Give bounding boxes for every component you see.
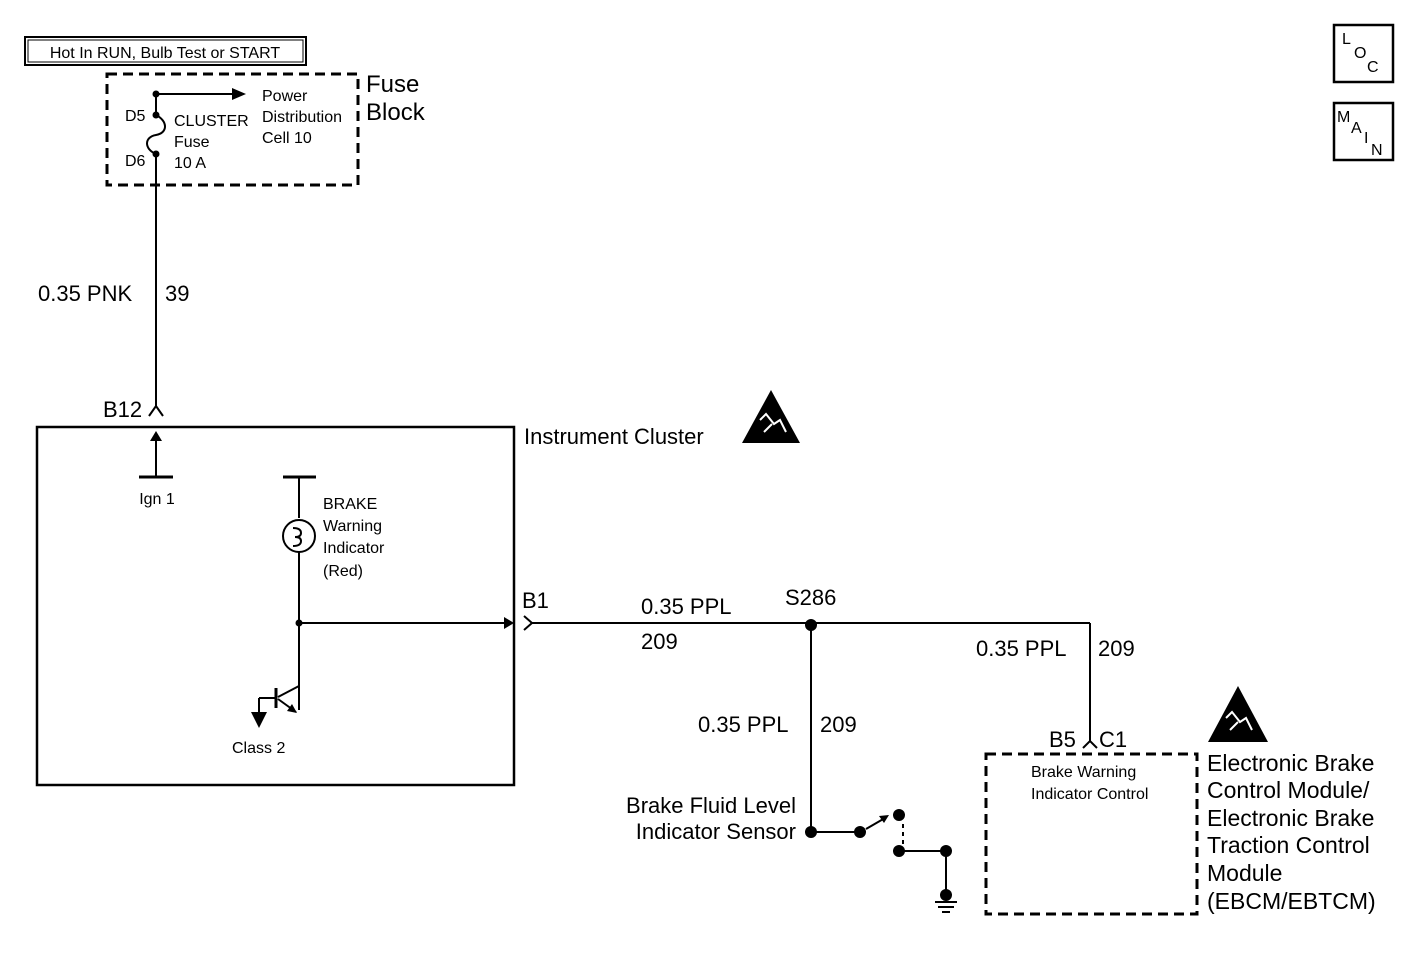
wire-39-circuit: 39 [165, 281, 189, 306]
fluid-level-switch-icon [854, 809, 952, 901]
loc-letter-o: O [1354, 45, 1366, 62]
lamp-label-2: Warning [323, 518, 382, 535]
wire-209-right: 0.35 PPL 209 [976, 623, 1135, 741]
ebcm-module: B5 C1 Brake Warning Indicator Control El… [984, 686, 1376, 916]
wire-209-main-circuit: 209 [641, 629, 678, 654]
wire-39-gauge: 0.35 PNK [38, 281, 132, 306]
lamp-label-4: (Red) [323, 563, 363, 580]
brake-fluid-level-sensor: Brake Fluid Level Indicator Sensor [626, 793, 957, 913]
wire-209-down-gauge: 0.35 PPL [698, 712, 789, 737]
cluster-fuse-icon [146, 114, 166, 155]
ebcm-inner-label-2: Indicator Control [1031, 786, 1148, 803]
sensor-label-1: Brake Fluid Level [626, 793, 796, 818]
wire-209-main-gauge: 0.35 PPL [641, 594, 732, 619]
instrument-cluster: Instrument Cluster B12 Ign 1 BRAKE Warni… [35, 390, 800, 787]
main-letter-a: A [1351, 120, 1362, 137]
main-letter-n: N [1371, 142, 1383, 159]
instrument-cluster-title: Instrument Cluster [524, 424, 704, 449]
pin-d5-label: D5 [125, 108, 146, 125]
connector-b12-label: B12 [103, 397, 142, 422]
ground-icon [935, 901, 957, 913]
fuse-rating: 10 A [174, 155, 206, 172]
b1-arrow-icon [504, 617, 514, 629]
class-2-label: Class 2 [232, 740, 285, 757]
power-distribution-line-2: Distribution [262, 109, 342, 126]
esd-warning-icon [742, 390, 800, 443]
wire-209-right-gauge: 0.35 PPL [976, 636, 1067, 661]
connector-b1-icon [523, 615, 534, 631]
power-distribution-line-1: Power [262, 88, 308, 105]
wire-209-right-circuit: 209 [1098, 636, 1135, 661]
connector-b1-label: B1 [522, 588, 549, 613]
connector-c1-icon [1082, 739, 1098, 749]
fuse-block-title-2: Block [366, 99, 426, 126]
ebcm-name-5: Module [1207, 860, 1282, 886]
wire-39: 0.35 PNK 39 [38, 154, 189, 406]
ign-1-label: Ign 1 [139, 491, 175, 508]
ebcm-name-2: Control Module/ [1207, 777, 1370, 803]
instrument-cluster-outline [35, 425, 516, 787]
lamp-label-1: BRAKE [323, 496, 377, 513]
ebcm-outline [984, 752, 1199, 916]
main-button[interactable]: M A I N [1332, 101, 1395, 162]
connector-c1-label: C1 [1099, 727, 1127, 752]
fuse-word: Fuse [174, 134, 210, 151]
pin-d6-label: D6 [125, 153, 146, 170]
ebcm-name-1: Electronic Brake [1207, 750, 1374, 776]
power-distribution-line-3: Cell 10 [262, 130, 312, 147]
fuse-block-title-1: Fuse [366, 71, 419, 98]
connector-b12-icon [148, 404, 164, 417]
power-source-label: Hot In RUN, Bulb Test or START [24, 36, 307, 66]
ebcm-inner-label-1: Brake Warning [1031, 764, 1136, 781]
connector-b5-label: B5 [1049, 727, 1076, 752]
lamp-label-3: Indicator [323, 540, 385, 557]
ebcm-name-6: (EBCM/EBTCM) [1207, 888, 1376, 914]
ign-arrow-icon [150, 431, 162, 441]
fuse-block-outline [105, 72, 360, 187]
fuse-block: Fuse Block Power Distribution Cell 10 D5… [105, 71, 426, 187]
ebcm-name-3: Electronic Brake [1207, 805, 1374, 831]
ebcm-esd-warning-icon [1208, 686, 1268, 742]
splice-s286: S286 [785, 585, 836, 631]
splice-label: S286 [785, 585, 836, 610]
fuse-name: CLUSTER [174, 113, 249, 130]
wire-209-down-circuit: 209 [820, 712, 857, 737]
power-distribution-arrow-icon [232, 88, 246, 100]
main-letter-m: M [1337, 109, 1350, 126]
main-letter-i: I [1364, 130, 1368, 147]
loc-button[interactable]: L O C [1332, 23, 1395, 84]
sensor-label-2: Indicator Sensor [636, 819, 796, 844]
power-source-text: Hot In RUN, Bulb Test or START [50, 45, 281, 62]
loc-letter-c: C [1367, 59, 1379, 76]
class-2-transistor-icon [251, 660, 300, 728]
wire-209-down: 0.35 PPL 209 [698, 625, 857, 832]
loc-letter-l: L [1342, 31, 1351, 48]
ebcm-name-4: Traction Control [1207, 832, 1370, 858]
